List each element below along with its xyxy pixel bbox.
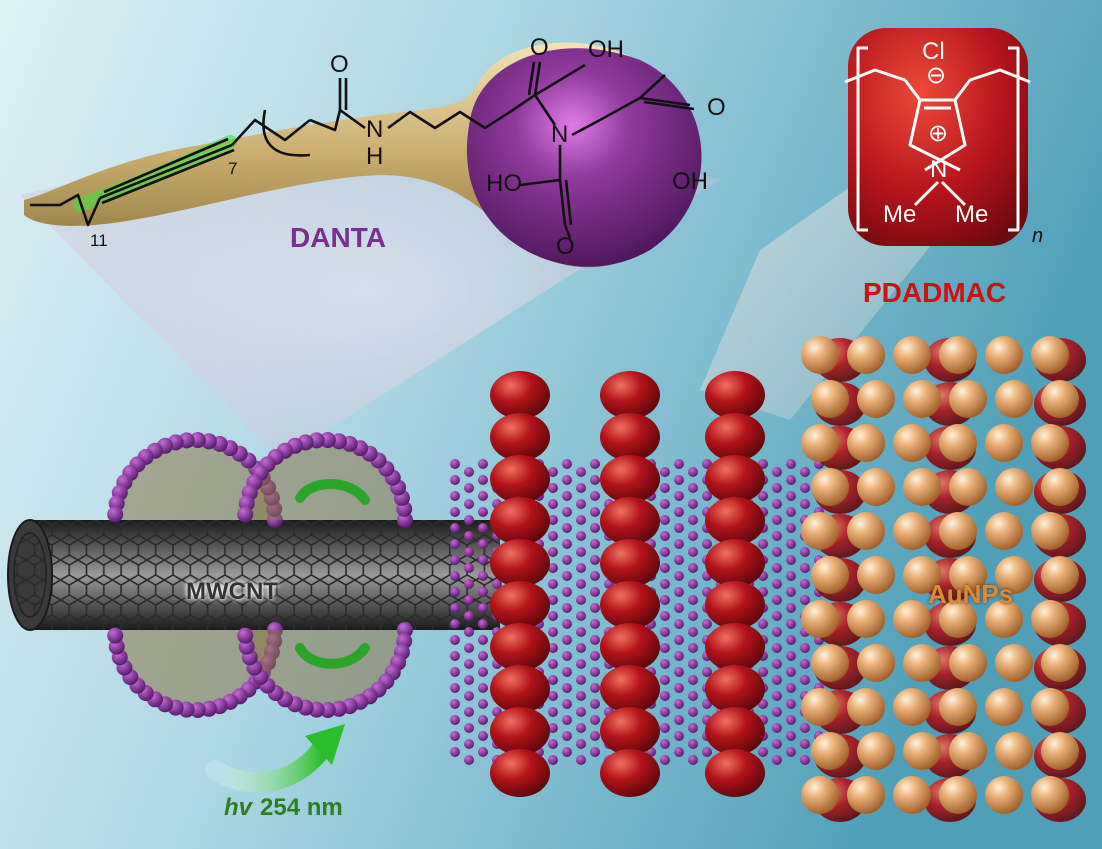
- danta-subscript-11: 11: [90, 231, 108, 250]
- danta-subscript-7: 7: [228, 159, 238, 178]
- gold-nanoparticle: [939, 424, 977, 462]
- danta-o-amide: O: [330, 51, 349, 78]
- polymer-ring: [600, 371, 660, 797]
- gold-nanoparticle: [1031, 512, 1069, 550]
- gold-nanoparticle: [985, 688, 1023, 726]
- gold-nanoparticle: [801, 512, 839, 550]
- danta-oh-acid2: OH: [672, 168, 708, 195]
- gold-nanoparticle: [847, 600, 885, 638]
- gold-nanoparticle: [903, 644, 941, 682]
- pdadmac-me-right: Me: [955, 201, 989, 228]
- gold-nanoparticle: [949, 732, 987, 770]
- gold-nanoparticle: [1031, 688, 1069, 726]
- gold-nanoparticle: [985, 512, 1023, 550]
- danta-o-acid1: O: [530, 34, 549, 61]
- gold-nanoparticle: [893, 336, 931, 374]
- pdadmac-n: N: [930, 156, 948, 183]
- gold-nanoparticle: [847, 688, 885, 726]
- gold-nanoparticle: [801, 336, 839, 374]
- gold-nanoparticle: [985, 336, 1023, 374]
- gold-nanoparticle: [949, 380, 987, 418]
- gold-nanoparticle: [1031, 424, 1069, 462]
- gold-nanoparticle: [1031, 336, 1069, 374]
- gold-nanoparticle: [949, 644, 987, 682]
- danta-oh-acid1: OH: [588, 36, 624, 63]
- gold-nanoparticle: [995, 556, 1033, 594]
- gold-nanoparticle: [801, 776, 839, 814]
- pdadmac-cl: Cl: [922, 38, 945, 65]
- gold-nanoparticle: [903, 732, 941, 770]
- gold-nanoparticle: [847, 776, 885, 814]
- gold-nanoparticle: [801, 600, 839, 638]
- hv-label: hv: [224, 794, 253, 821]
- gold-nanoparticle: [801, 688, 839, 726]
- danta-o-acid2: O: [707, 94, 726, 121]
- pdadmac-minus-charge: ⊖: [926, 62, 947, 89]
- gold-nanoparticle: [1041, 732, 1079, 770]
- gold-nanoparticle: [847, 512, 885, 550]
- pdadmac-label: PDADMAC: [863, 277, 1007, 308]
- gold-nanoparticle: [949, 468, 987, 506]
- gold-nanoparticle: [1041, 644, 1079, 682]
- gold-nanoparticle: [939, 336, 977, 374]
- gold-nanoparticle: [903, 556, 941, 594]
- gold-nanoparticle: [857, 468, 895, 506]
- gold-nanoparticle: [903, 380, 941, 418]
- gold-nanoparticle: [847, 424, 885, 462]
- gold-nanoparticle: [893, 424, 931, 462]
- danta-ho-acid3: HO: [486, 170, 522, 197]
- gold-nanoparticle: [811, 732, 849, 770]
- gold-nanoparticle: [893, 688, 931, 726]
- gold-nanoparticle: [893, 600, 931, 638]
- gold-nanoparticle: [1041, 468, 1079, 506]
- gold-nanoparticle: [985, 776, 1023, 814]
- gold-nanoparticle: [939, 688, 977, 726]
- polymer-ring: [490, 371, 550, 797]
- gold-nanoparticle: [1031, 776, 1069, 814]
- danta-label: DANTA: [290, 222, 386, 253]
- pdadmac-me-left: Me: [883, 201, 917, 228]
- gold-nanoparticle: [893, 776, 931, 814]
- gold-nanoparticle: [857, 556, 895, 594]
- gold-nanoparticle: [995, 380, 1033, 418]
- gold-nanoparticle: [893, 512, 931, 550]
- gold-nanoparticle: [811, 556, 849, 594]
- gold-nanoparticle: [939, 600, 977, 638]
- gold-nanoparticle: [1031, 600, 1069, 638]
- gold-nanoparticle: [811, 380, 849, 418]
- wavelength-label: 254 nm: [260, 794, 343, 821]
- gold-nanoparticle: [811, 468, 849, 506]
- danta-n-amine: N: [551, 121, 569, 148]
- pdadmac-n-subscript: n: [1032, 225, 1044, 247]
- gold-nanoparticle: [801, 424, 839, 462]
- gold-nanoparticle: [903, 468, 941, 506]
- gold-nanoparticle: [1041, 556, 1079, 594]
- pdadmac-plus-charge: ⊕: [928, 120, 949, 147]
- gold-nanoparticle: [847, 336, 885, 374]
- gold-nanoparticle: [857, 644, 895, 682]
- gold-nanoparticle: [985, 600, 1023, 638]
- gold-nanoparticle: [811, 644, 849, 682]
- gold-nanoparticle: [1041, 380, 1079, 418]
- gold-nanoparticle: [949, 556, 987, 594]
- gold-nanoparticle: [995, 644, 1033, 682]
- danta-o-acid3: O: [556, 233, 575, 260]
- gold-nanoparticle: [857, 732, 895, 770]
- gold-nanoparticle: [995, 468, 1033, 506]
- aunps-label: AuNPs: [928, 579, 1014, 609]
- danta-n-amide: N: [366, 116, 384, 143]
- polymer-ring: [705, 371, 765, 797]
- gold-nanoparticle: [857, 380, 895, 418]
- danta-h-amide: H: [366, 143, 384, 170]
- gold-nanoparticle: [995, 732, 1033, 770]
- gold-nanoparticle: [939, 512, 977, 550]
- mwcnt-label: MWCNT: [186, 578, 278, 605]
- gold-nanoparticle: [985, 424, 1023, 462]
- gold-nanoparticle: [939, 776, 977, 814]
